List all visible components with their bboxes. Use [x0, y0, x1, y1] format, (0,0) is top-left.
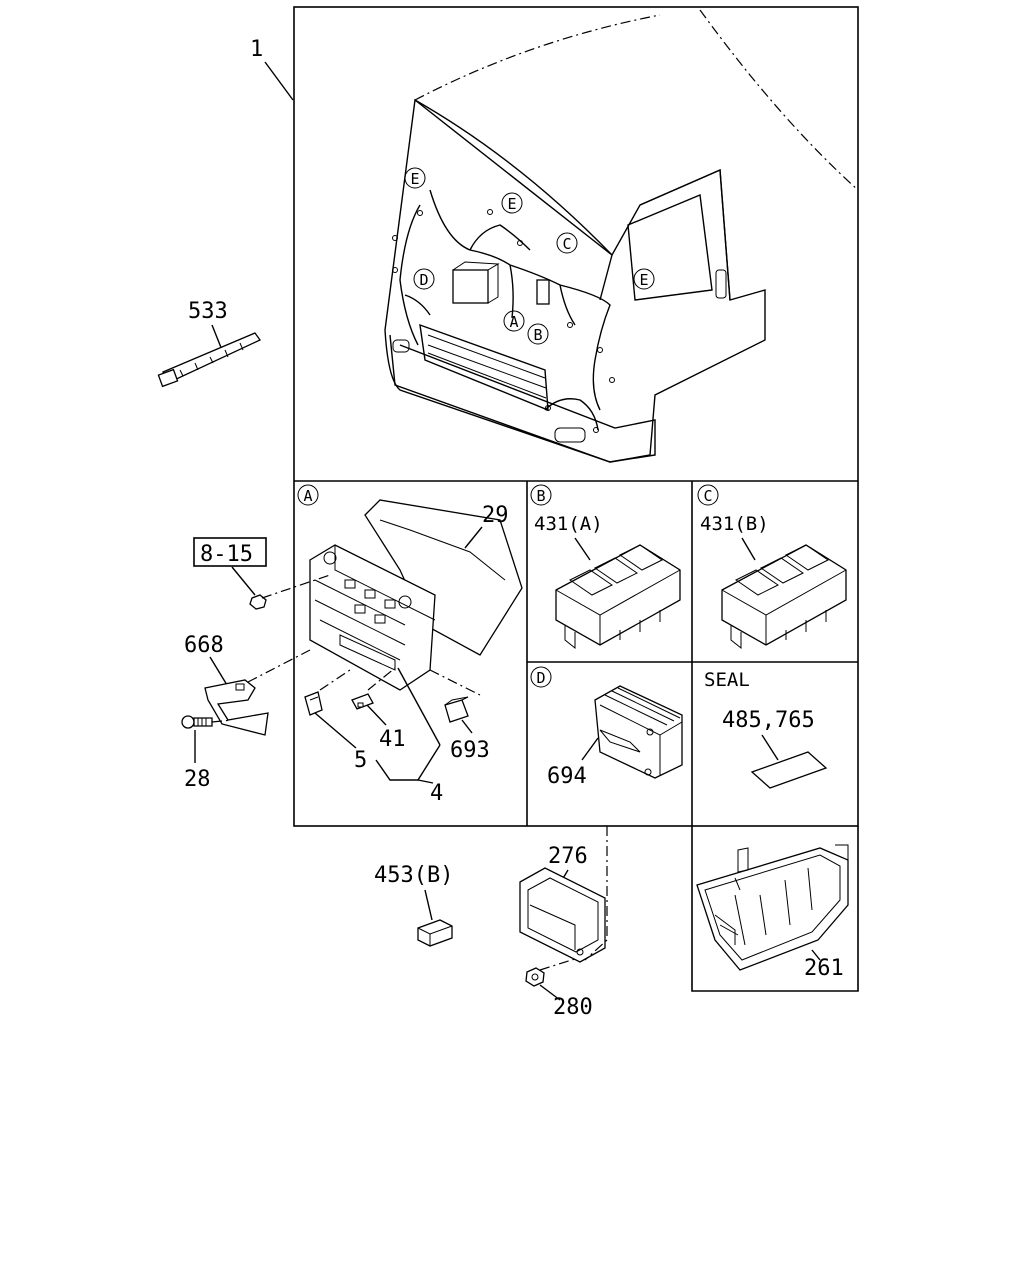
svg-text:A: A	[303, 487, 312, 505]
callout-280: 280	[553, 995, 593, 1020]
svg-text:C: C	[703, 487, 712, 505]
callout-4: 4	[430, 781, 443, 806]
cab-circle-e-right: E	[633, 268, 655, 290]
reference-box-8-15	[193, 537, 267, 567]
nut-280-part	[525, 967, 545, 987]
bracket-4	[375, 744, 441, 781]
svg-text:D: D	[419, 271, 428, 289]
panel-c-label: C	[697, 484, 719, 506]
panel-a-label: A	[297, 484, 319, 506]
relay-block-431b-part	[721, 544, 847, 650]
callout-693: 693	[450, 738, 490, 763]
control-unit-694-part	[594, 685, 683, 779]
callout-5: 5	[354, 748, 367, 773]
cable-tie-part	[157, 332, 261, 388]
callout-276: 276	[548, 844, 588, 869]
gasket-cover-276-part	[519, 867, 606, 963]
panel-d-label: D	[530, 666, 552, 688]
callout-431b: 431(B)	[700, 513, 769, 535]
seal-label: SEAL	[704, 669, 750, 691]
tray-261-part	[696, 844, 849, 971]
svg-text:D: D	[536, 669, 545, 687]
cab-circle-d: D	[413, 268, 435, 290]
callout-1: 1	[250, 37, 263, 62]
cab-circle-e-left: E	[404, 167, 426, 189]
relay-part	[444, 696, 469, 723]
relay-block-431a-part	[555, 544, 681, 650]
cab-circle-c: C	[556, 232, 578, 254]
callout-453b: 453(B)	[374, 863, 453, 888]
svg-text:E: E	[410, 170, 419, 188]
cab-circle-b: B	[527, 323, 549, 345]
diagram-frame	[293, 6, 859, 992]
fuse-relay-box-part	[309, 544, 436, 691]
seal-sticker-part	[750, 751, 828, 789]
cab-circle-a: A	[503, 310, 525, 332]
callout-28: 28	[184, 767, 211, 792]
callout-261: 261	[804, 956, 844, 981]
bolt-part	[181, 715, 213, 729]
mini-fuse-part	[351, 693, 374, 710]
connector-453b-part	[417, 919, 453, 947]
callout-29: 29	[482, 503, 509, 528]
bracket-part	[204, 679, 269, 736]
callout-694: 694	[547, 764, 587, 789]
cab-circle-e-middle: E	[501, 192, 523, 214]
svg-text:B: B	[533, 326, 542, 344]
callout-431a: 431(A)	[534, 513, 603, 535]
callout-8-15: 8-15	[200, 542, 253, 567]
svg-text:E: E	[639, 271, 648, 289]
fuse-part	[304, 691, 323, 716]
callout-533: 533	[188, 299, 228, 324]
leader-1	[264, 61, 294, 101]
callout-485-765: 485,765	[722, 708, 815, 733]
svg-text:C: C	[562, 235, 571, 253]
svg-text:A: A	[509, 313, 518, 331]
nut-part	[249, 594, 267, 610]
truck-cab-illustration	[384, 9, 859, 463]
callout-41: 41	[379, 727, 406, 752]
panel-b-label: B	[530, 484, 552, 506]
svg-text:B: B	[536, 487, 545, 505]
svg-text:E: E	[507, 195, 516, 213]
callout-668: 668	[184, 633, 224, 658]
